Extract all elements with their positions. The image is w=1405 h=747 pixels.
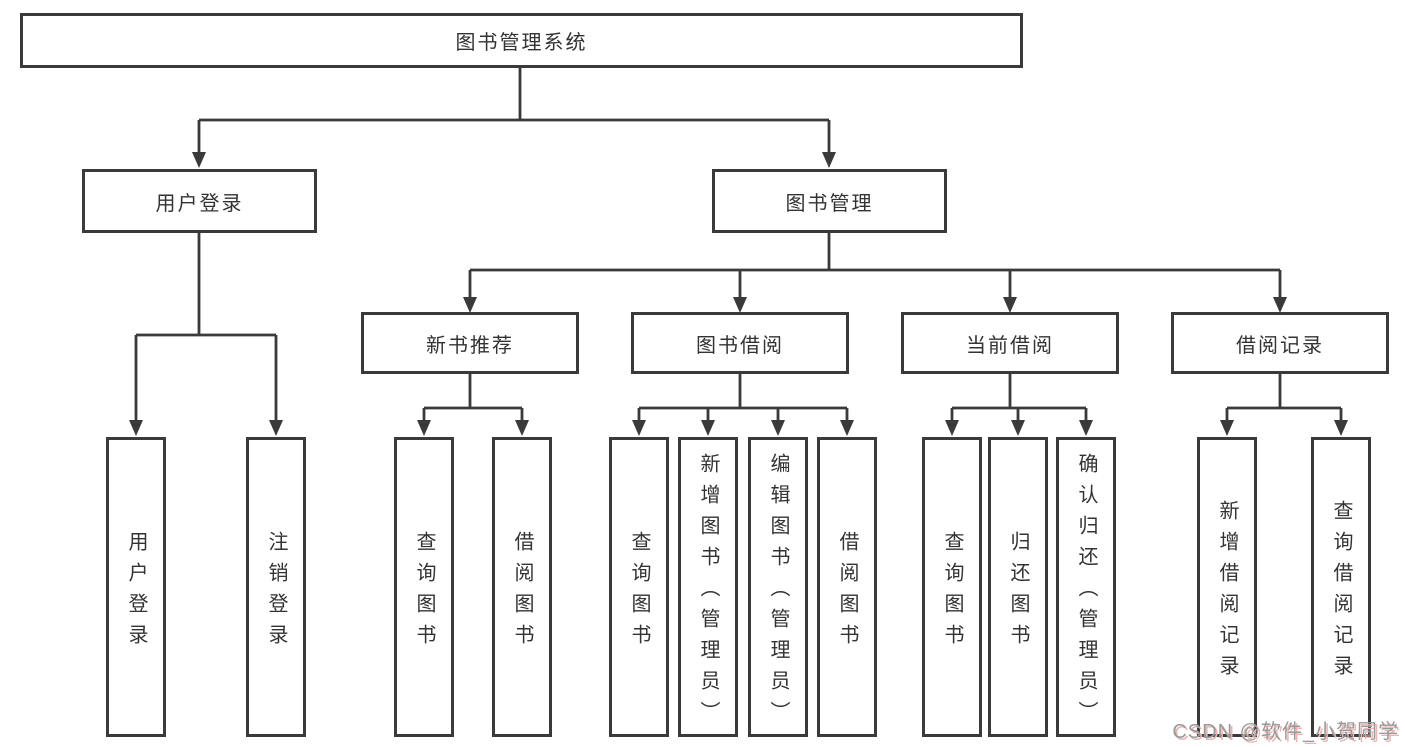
node-root-library-system: 图书管理系统 xyxy=(20,13,1023,68)
node-label: 确认归还（管理员） xyxy=(1075,453,1097,732)
node-label: 归还图书 xyxy=(1007,530,1029,655)
connector-current-borrow-rail xyxy=(952,374,1086,410)
leaf-records-add: 新增借阅记录 xyxy=(1197,437,1257,737)
node-user-login: 用户登录 xyxy=(82,169,317,233)
leaf-current-query: 查询图书 xyxy=(922,437,982,737)
node-label: 借阅图书 xyxy=(511,530,533,655)
node-label: 查询图书 xyxy=(413,530,435,655)
connector-login-rail xyxy=(136,233,276,337)
leaf-new-books-borrow: 借阅图书 xyxy=(492,437,552,737)
leaf-borrow-borrow: 借阅图书 xyxy=(817,437,877,737)
connector-borrow-records-rail xyxy=(1227,374,1341,410)
leaf-user-login: 用户登录 xyxy=(106,437,166,737)
connector-root-rail xyxy=(199,68,829,122)
leaf-current-return: 归还图书 xyxy=(988,437,1048,737)
node-label: 图书管理 xyxy=(785,192,874,215)
leaf-new-books-query: 查询图书 xyxy=(394,437,454,737)
node-label: 图书借阅 xyxy=(696,334,784,357)
csdn-watermark: CSDN @软件_小贺同学 xyxy=(1172,721,1399,743)
node-label: 借阅图书 xyxy=(836,530,858,655)
node-label: 图书管理系统 xyxy=(455,32,588,54)
node-label: 查询借阅记录 xyxy=(1330,499,1352,686)
node-label: 查询图书 xyxy=(941,530,963,655)
node-book-management: 图书管理 xyxy=(712,169,947,233)
leaf-borrow-query: 查询图书 xyxy=(609,437,669,737)
leaf-logout: 注销登录 xyxy=(246,437,306,737)
node-label: 注销登录 xyxy=(265,530,287,655)
connector-new-books-rail xyxy=(424,374,522,410)
connector-management-rail xyxy=(470,233,1280,272)
leaf-borrow-add-admin: 新增图书（管理员） xyxy=(678,437,738,737)
node-label: 新书推荐 xyxy=(426,334,514,357)
node-book-borrow: 图书借阅 xyxy=(631,312,849,374)
node-borrow-records: 借阅记录 xyxy=(1171,312,1389,374)
node-label: 用户登录 xyxy=(125,530,147,655)
connector-book-borrow-rail xyxy=(639,374,847,410)
node-label: 借阅记录 xyxy=(1236,334,1324,357)
node-label: 当前借阅 xyxy=(966,334,1054,357)
node-label: 新增借阅记录 xyxy=(1216,499,1238,686)
node-label: 用户登录 xyxy=(155,192,244,215)
leaf-records-query: 查询借阅记录 xyxy=(1311,437,1371,737)
node-label: 新增图书（管理员） xyxy=(697,453,719,732)
node-current-borrow: 当前借阅 xyxy=(901,312,1119,374)
leaf-current-confirm-admin: 确认归还（管理员） xyxy=(1056,437,1116,737)
node-label: 编辑图书（管理员） xyxy=(767,453,789,732)
node-new-books: 新书推荐 xyxy=(361,312,579,374)
leaf-borrow-edit-admin: 编辑图书（管理员） xyxy=(748,437,808,737)
node-label: 查询图书 xyxy=(628,530,650,655)
